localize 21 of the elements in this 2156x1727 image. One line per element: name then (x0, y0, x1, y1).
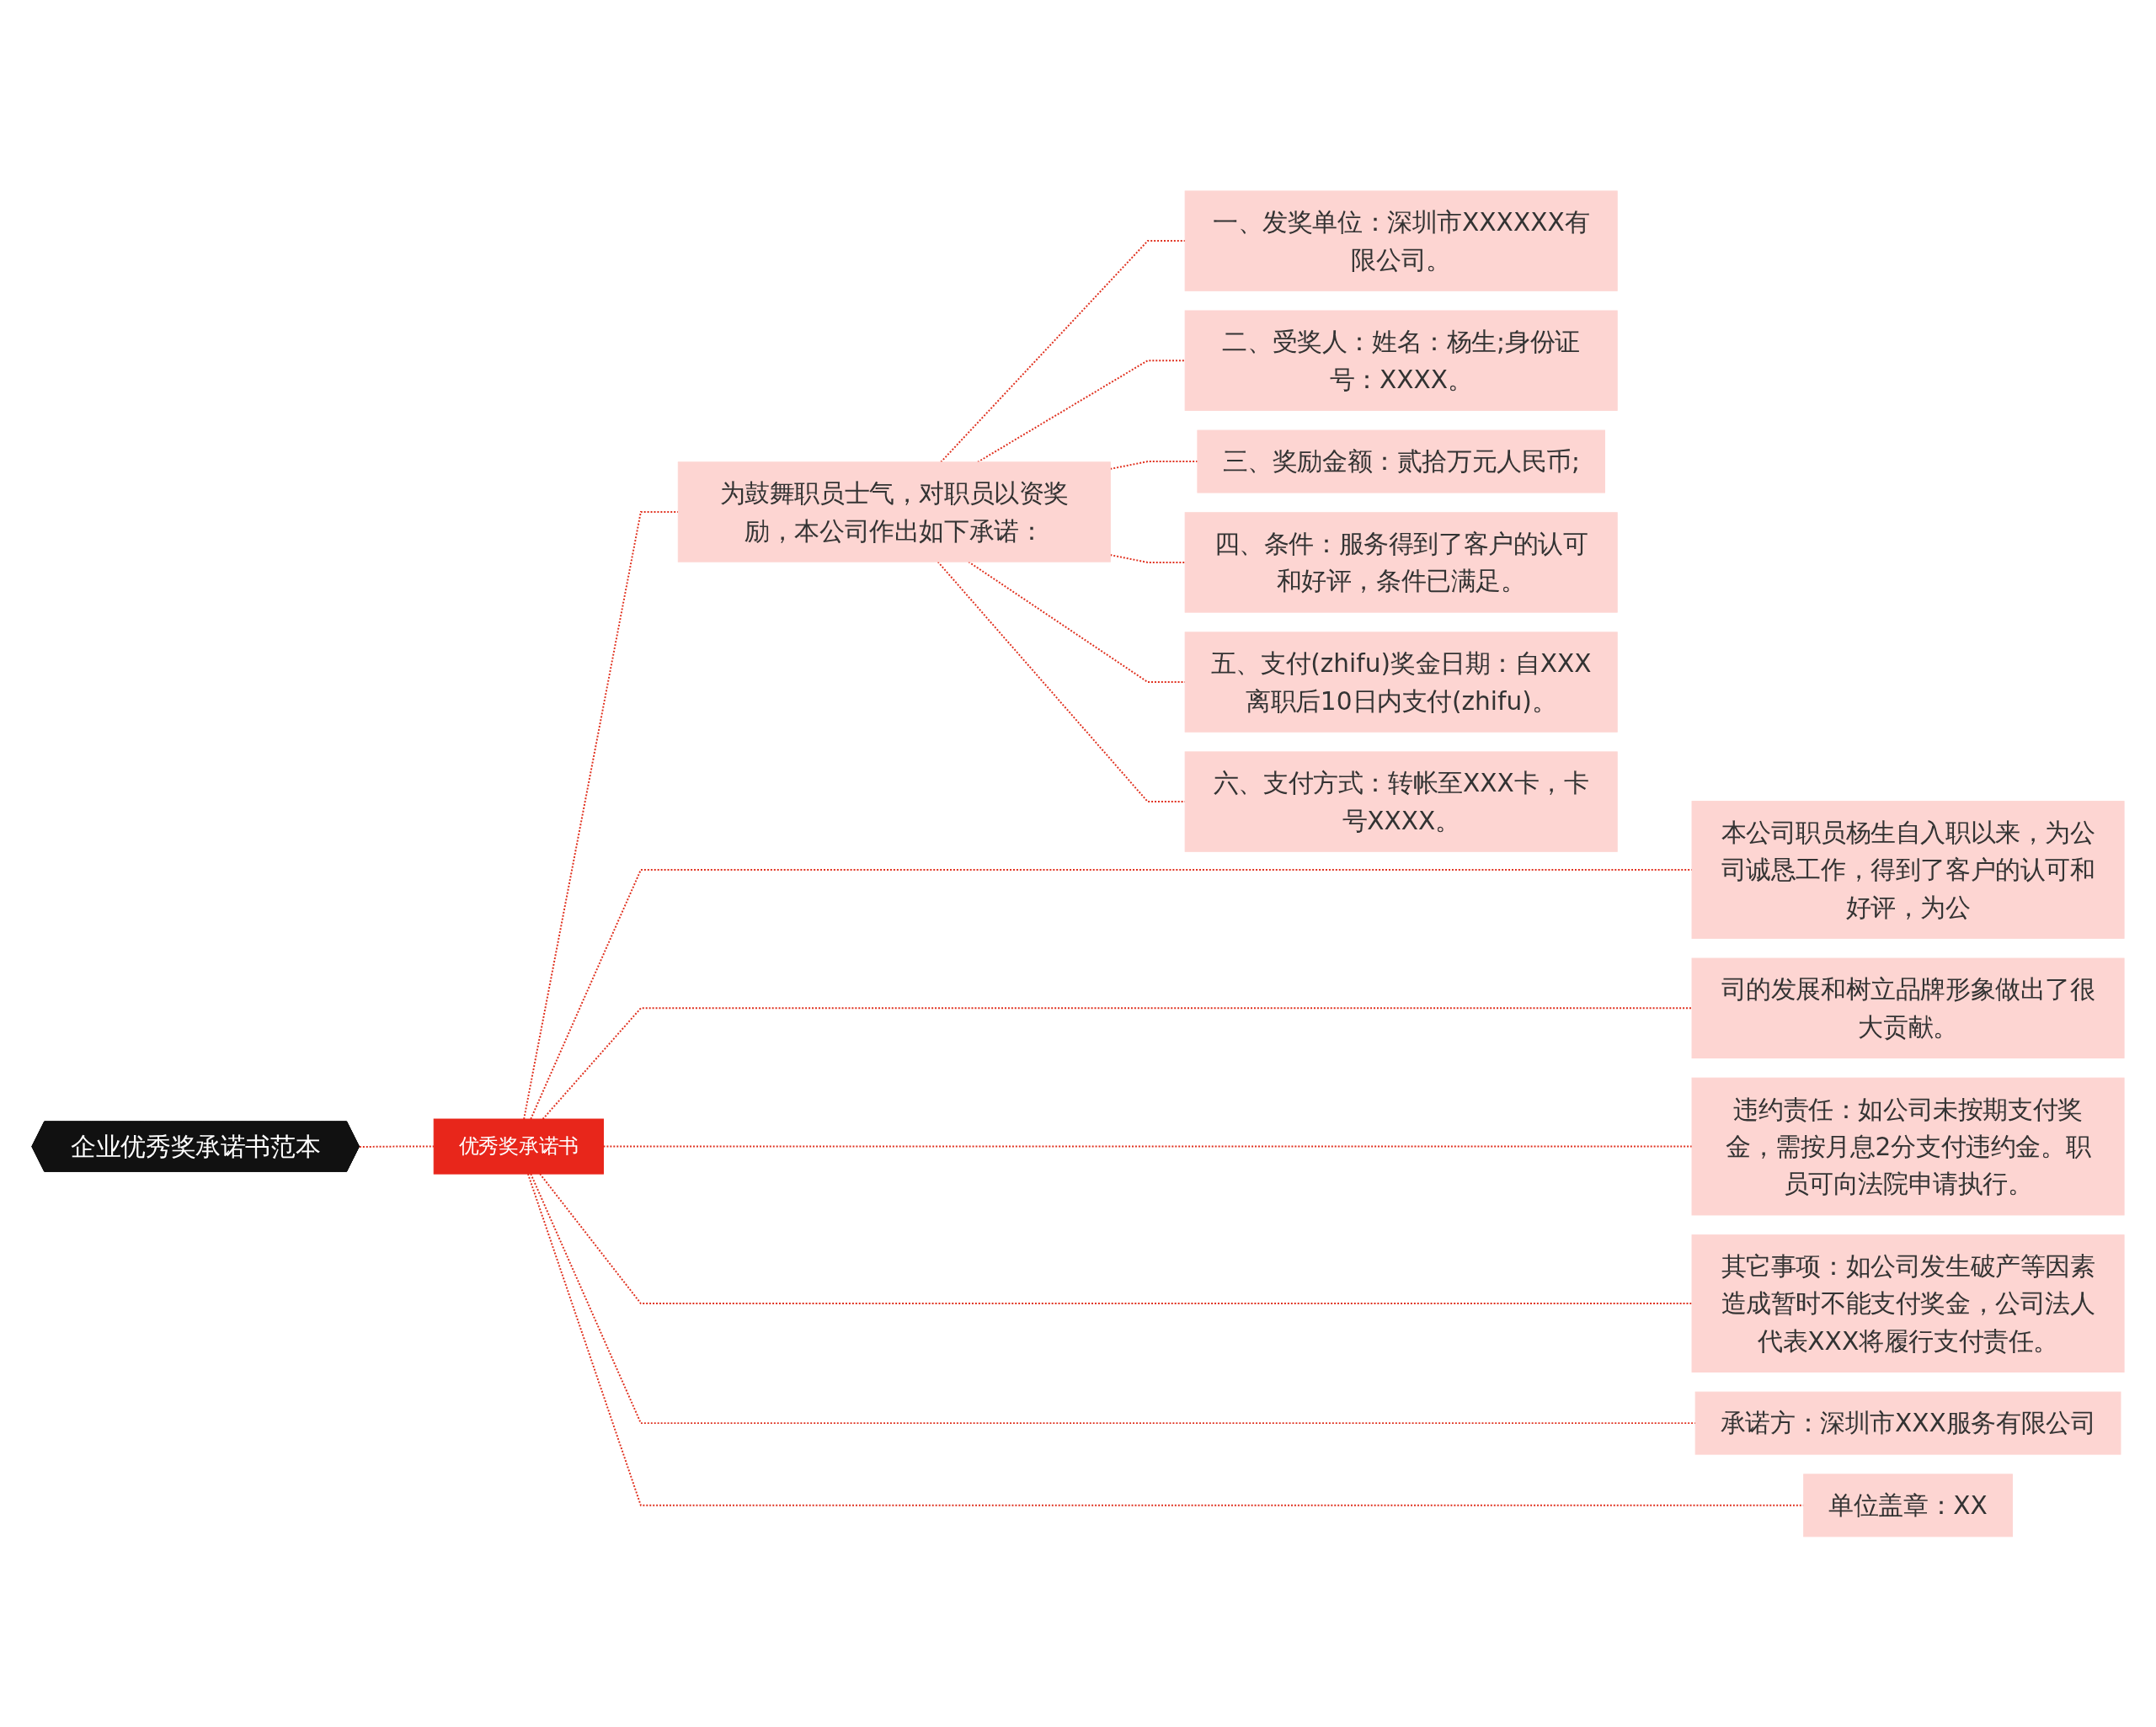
connector (542, 1006, 1693, 1120)
connector (530, 868, 1693, 1120)
node-box: 一、发奖单位：深圳市XXXXXX有限公司。 (1184, 190, 1618, 291)
connector (1109, 553, 1187, 563)
node-box: 为鼓舞职员士气，对职员以资奖励，本公司作出如下承诺： (677, 461, 1111, 562)
node-box: 司的发展和树立品牌形象做出了很大贡献。 (1691, 957, 2125, 1058)
connector (539, 1172, 1693, 1304)
node-box: 其它事项：如公司发生破产等因素造成暂时不能支付奖金，公司法人代表XXX将履行支付责任。 (1691, 1234, 2125, 1373)
node-box: 三、奖励金额：贰拾万元人民币; (1197, 429, 1605, 493)
node-box: 五、支付(zhifu)奖金日期：自XXX离职后10日内支付(zhifu)。 (1184, 631, 1618, 733)
node-box: 四、条件：服务得到了客户的认可和好评，条件已满足。 (1184, 511, 1618, 613)
connector (358, 1145, 435, 1148)
connector (940, 239, 1187, 463)
connector (602, 1145, 1693, 1148)
node-box: 违约责任：如公司未按期支付奖金，需按月息2分支付违约金。职员可向法院申请执行。 (1691, 1077, 2125, 1216)
node-box: 优秀奖承诺书 (433, 1118, 604, 1175)
node-box: 六、支付方式：转帐至XXX卡，卡号XXXX。 (1184, 751, 1618, 852)
node-box: 单位盖章：XX (1803, 1473, 2013, 1537)
node-box: 本公司职员杨生自入职以来，为公司诚恳工作，得到了客户的认可和好评，为公 (1691, 800, 2125, 939)
node-box: 承诺方：深圳市XXX服务有限公司 (1694, 1391, 2121, 1455)
node-box: 二、受奖人：姓名：杨生;身份证号：XXXX。 (1184, 310, 1618, 411)
